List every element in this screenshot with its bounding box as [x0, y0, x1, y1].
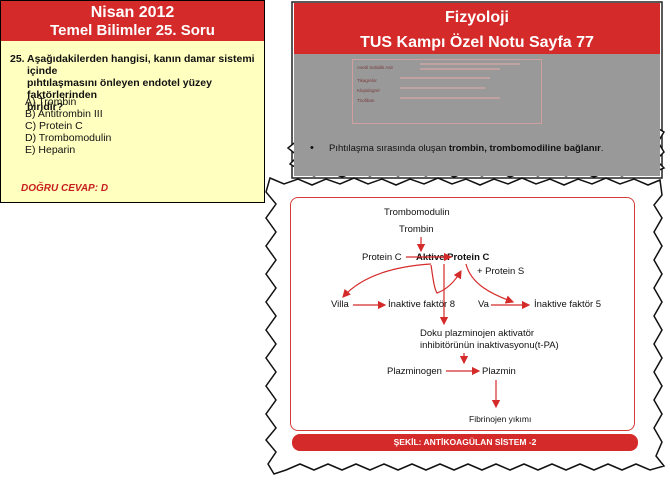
question-card-subtitle: Temel Bilimler 25. Soru: [50, 22, 215, 39]
option-b: B) Antitrombin III: [25, 108, 103, 120]
label-plazmin: Plazmin: [482, 366, 516, 377]
question-card-header: Nisan 2012 Temel Bilimler 25. Soru: [1, 1, 264, 41]
bullet-text-end: .: [600, 143, 604, 154]
label-protein-c: Protein C: [362, 252, 402, 263]
page-title: TUS Kampı Özel Notu Sayfa 77: [360, 34, 594, 51]
option-d: D) Trombomodulin: [25, 132, 112, 144]
label-tpa-line-1: Doku plazminojen aktivatör: [420, 328, 535, 339]
label-trombin: Trombin: [399, 224, 434, 235]
faded-row-1: Asetil Salisilik Asit: [357, 65, 393, 70]
page-header: Fizyoloji TUS Kampı Özel Notu Sayfa 77: [294, 3, 660, 54]
question-line-2: pıhtılaşmasını önleyen endotel yüzey fak…: [27, 77, 212, 101]
label-villa: Villa: [331, 299, 349, 310]
bullet-text-bold: trombin, trombomodiline bağlanır: [448, 143, 601, 154]
label-aktive-protein-c: Aktive Protein C: [416, 252, 490, 263]
page-gray-band: [294, 54, 660, 176]
arrow-va-curve: [465, 263, 515, 304]
label-plazminogen: Plazminogen: [387, 366, 442, 377]
label-inaktive-faktor-5: İnaktive faktör 5: [534, 299, 602, 310]
question-number: 25.: [10, 53, 25, 65]
faded-drug-table: Asetil Salisilik Asit Tikagrelor Klopido…: [352, 59, 542, 124]
label-tpa-line-2: inhibitörünün inaktivasyonu(t-PA): [420, 340, 559, 351]
correct-answer: DOĞRU CEVAP: D: [21, 183, 109, 194]
faded-row-4: Tirofiban: [357, 98, 375, 103]
label-inaktive-faktor-8: İnaktive faktör 8: [388, 299, 456, 310]
faded-row-3: Klopidogrel: [357, 88, 380, 93]
question-card-title: Nisan 2012: [90, 4, 175, 21]
question-line-3: biridir?: [27, 101, 64, 113]
arrow-to-villa: [342, 263, 432, 298]
label-va: Va: [478, 299, 489, 310]
figure-caption: ŞEKİL: ANTİKOAGÜLAN SİSTEM -2: [292, 434, 638, 451]
faded-row-2: Tikagrelor: [357, 78, 377, 83]
anticoagulant-diagram: Trombomodulin Trombin Protein C Aktive P…: [290, 197, 635, 431]
bullet-text: Pıhtılaşma sırasında oluşan: [329, 143, 449, 154]
page-subject: Fizyoloji: [445, 9, 509, 26]
label-protein-s: + Protein S: [477, 266, 525, 277]
question-line-1: Aşağıdakilerden hangisi, kanın damar sis…: [27, 53, 255, 77]
arrow-to-va: [430, 264, 462, 294]
option-a: A) Trombin: [25, 96, 77, 108]
label-fibrinojen-yikimi: Fibrinojen yıkımı: [469, 414, 532, 424]
question-card: Nisan 2012 Temel Bilimler 25. Soru 25. A…: [0, 0, 265, 203]
bullet-dot-icon: •: [310, 142, 314, 154]
option-e: E) Heparin: [25, 144, 76, 156]
option-c: C) Protein C: [25, 120, 83, 132]
diagram-arrows: [342, 237, 531, 409]
torn-diagram-paper: [265, 176, 666, 475]
label-trombomodulin: Trombomodulin: [384, 207, 450, 218]
